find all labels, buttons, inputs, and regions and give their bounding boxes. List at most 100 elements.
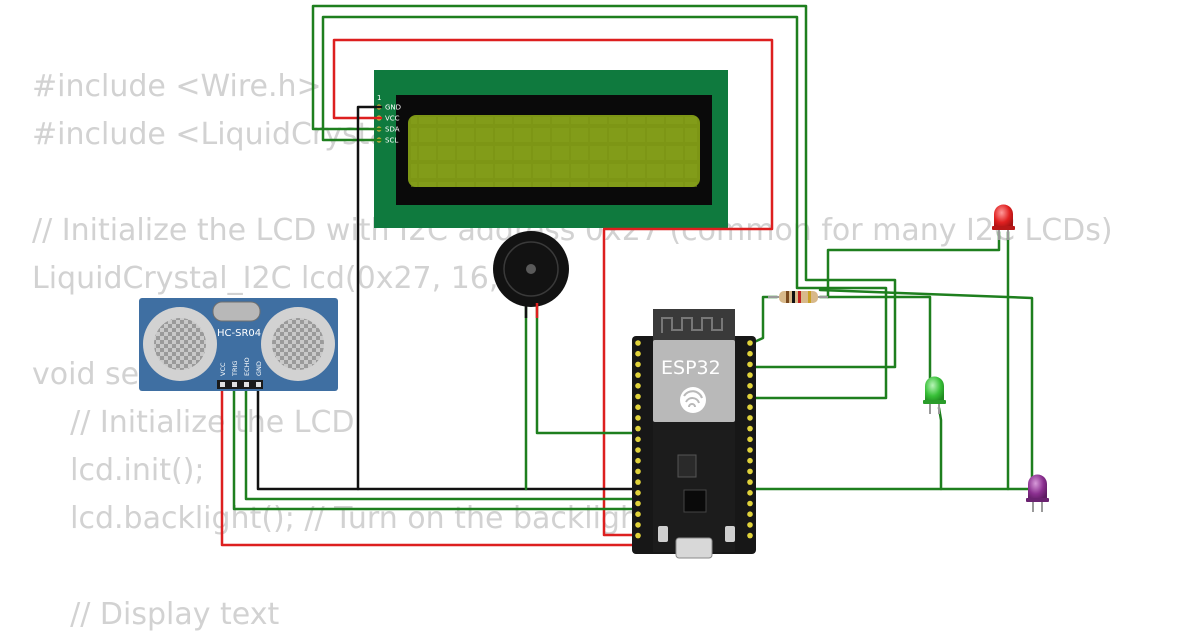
- wire-lcd-gnd[interactable]: [356, 105, 640, 491]
- esp32-pin-right-15[interactable]: [747, 490, 753, 496]
- lcd-pin-label-scl: SCL: [385, 137, 398, 145]
- esp32-pin-left-8[interactable]: [635, 415, 641, 421]
- wire-resistor-esp[interactable]: [750, 295, 779, 345]
- esp32-devkit[interactable]: ESP32: [632, 309, 756, 559]
- esp32-pin-left-13[interactable]: [635, 468, 641, 475]
- esp32-pin-right-1[interactable]: [747, 340, 753, 346]
- wire-purple-led-signal[interactable]: [818, 288, 1034, 490]
- resistor-band-4: [808, 291, 811, 303]
- esp32-pin-left-2[interactable]: [635, 350, 641, 357]
- led-green-body: [925, 376, 944, 402]
- sensor-pin-trig[interactable]: [232, 382, 237, 387]
- led-red-body: [994, 204, 1013, 228]
- esp32-pin-right-8[interactable]: [747, 415, 753, 421]
- esp32-pin-right-14[interactable]: [747, 479, 753, 485]
- piezo-buzzer[interactable]: [493, 231, 569, 318]
- wire-lcd-vcc[interactable]: [332, 38, 774, 537]
- esp32-pin-left-4[interactable]: [635, 372, 641, 378]
- wire-lcd-scl[interactable]: [321, 15, 888, 400]
- wire-lcd-sda[interactable]: [311, 4, 897, 369]
- esp32-pin-right-19[interactable]: [747, 532, 753, 539]
- esp32-pin-left-9[interactable]: [635, 425, 641, 432]
- led-green[interactable]: [923, 376, 946, 415]
- esp32-pin-right-5[interactable]: [747, 383, 753, 389]
- wire-sensor-vcc[interactable]: [220, 387, 640, 547]
- esp32-regulator: [677, 454, 697, 478]
- esp32-pin-right-13[interactable]: [747, 468, 753, 475]
- esp32-pin-left-17[interactable]: [635, 511, 641, 517]
- led-purple-rim: [1026, 498, 1049, 502]
- led-purple-body: [1028, 474, 1047, 500]
- lcd-pin1-label: 1: [377, 94, 381, 102]
- esp32-pin-right-2[interactable]: [747, 350, 753, 357]
- esp32-pin-left-3[interactable]: [635, 361, 641, 368]
- esp32-boot-button[interactable]: [725, 526, 735, 542]
- led-red[interactable]: [992, 204, 1015, 241]
- wire-buzzer-signal[interactable]: [535, 304, 640, 435]
- esp32-label: ESP32: [661, 357, 721, 379]
- led-purple[interactable]: [1026, 474, 1049, 513]
- sensor-pin-label-vcc: VCC: [219, 362, 227, 376]
- esp32-pin-left-16[interactable]: [635, 500, 641, 507]
- esp32-pin-right-6[interactable]: [747, 393, 753, 400]
- esp32-pin-left-18[interactable]: [635, 522, 641, 528]
- esp32-pin-left-7[interactable]: [635, 404, 641, 411]
- esp32-pin-left-5[interactable]: [635, 383, 641, 389]
- led-green-rim: [923, 400, 946, 404]
- sensor-pin-label-gnd: GND: [255, 361, 263, 376]
- lcd-pin-label-vcc: VCC: [385, 115, 400, 123]
- esp32-antenna-trace: [661, 317, 723, 333]
- wire-sensor-gnd[interactable]: [256, 387, 360, 491]
- esp32-usb-chip: [683, 489, 707, 513]
- esp32-pin-right-11[interactable]: [747, 447, 753, 453]
- esp32-pin-right-3[interactable]: [747, 361, 753, 368]
- esp32-reset-button[interactable]: [658, 526, 668, 542]
- buzzer-ring: [503, 241, 559, 297]
- esp32-pin-left-6[interactable]: [635, 393, 641, 400]
- sensor-pin-vcc[interactable]: [220, 382, 225, 387]
- sensor-pin-gnd[interactable]: [256, 382, 261, 387]
- resistor[interactable]: [768, 291, 828, 303]
- esp32-usb-port[interactable]: [675, 537, 713, 559]
- wire-green-led-signal[interactable]: [826, 295, 932, 384]
- esp32-module-shield: [653, 340, 735, 422]
- esp32-pin-right-16[interactable]: [747, 500, 753, 507]
- esp32-pin-left-10[interactable]: [635, 436, 641, 443]
- resistor-band-1: [786, 291, 789, 303]
- esp32-pin-left-19[interactable]: [635, 532, 641, 539]
- esp32-pin-right-10[interactable]: [747, 436, 753, 443]
- esp32-pin-right-7[interactable]: [747, 404, 753, 411]
- wires: [220, 4, 1045, 547]
- lcd-module[interactable]: 1 GND VCC SDA SCL: [374, 70, 728, 228]
- lcd-pin-label-gnd: GND: [385, 104, 401, 112]
- esp32-pin-right-12[interactable]: [747, 457, 753, 464]
- esp32-pin-right-17[interactable]: [747, 511, 753, 517]
- resistor-band-2: [792, 291, 795, 303]
- esp32-pin-right-18[interactable]: [747, 522, 753, 528]
- led-red-rim: [992, 226, 1015, 230]
- lcd-pin-label-sda: SDA: [385, 126, 400, 134]
- esp32-pins-right: [747, 340, 753, 539]
- esp32-pin-left-15[interactable]: [635, 490, 641, 496]
- sensor-transducer-right-mesh: [272, 318, 324, 370]
- hc-sr04-sensor[interactable]: HC-SR04 VCC TRIG ECHO GND: [139, 298, 338, 391]
- wire-sensor-echo[interactable]: [244, 387, 640, 501]
- esp32-pin-left-12[interactable]: [635, 457, 641, 464]
- wire-sensor-trig[interactable]: [232, 387, 640, 511]
- esp32-pin-right-4[interactable]: [747, 372, 753, 378]
- sensor-transducer-left-mesh: [154, 318, 206, 370]
- sensor-pin-label-trig: TRIG: [231, 361, 239, 377]
- esp32-pin-left-14[interactable]: [635, 479, 641, 485]
- lcd-character-grid: [411, 117, 697, 187]
- esp32-pin-left-1[interactable]: [635, 340, 641, 346]
- wire-green-led-gnd[interactable]: [937, 406, 943, 491]
- resistor-band-3: [798, 291, 801, 303]
- esp32-pin-left-11[interactable]: [635, 447, 641, 453]
- esp32-pin-right-9[interactable]: [747, 425, 753, 432]
- sensor-label: HC-SR04: [217, 328, 261, 339]
- sensor-pin-echo[interactable]: [244, 382, 249, 387]
- esp32-logo-swirl: [683, 390, 703, 408]
- sensor-crystal: [212, 301, 261, 322]
- sensor-pin-header: [217, 380, 263, 389]
